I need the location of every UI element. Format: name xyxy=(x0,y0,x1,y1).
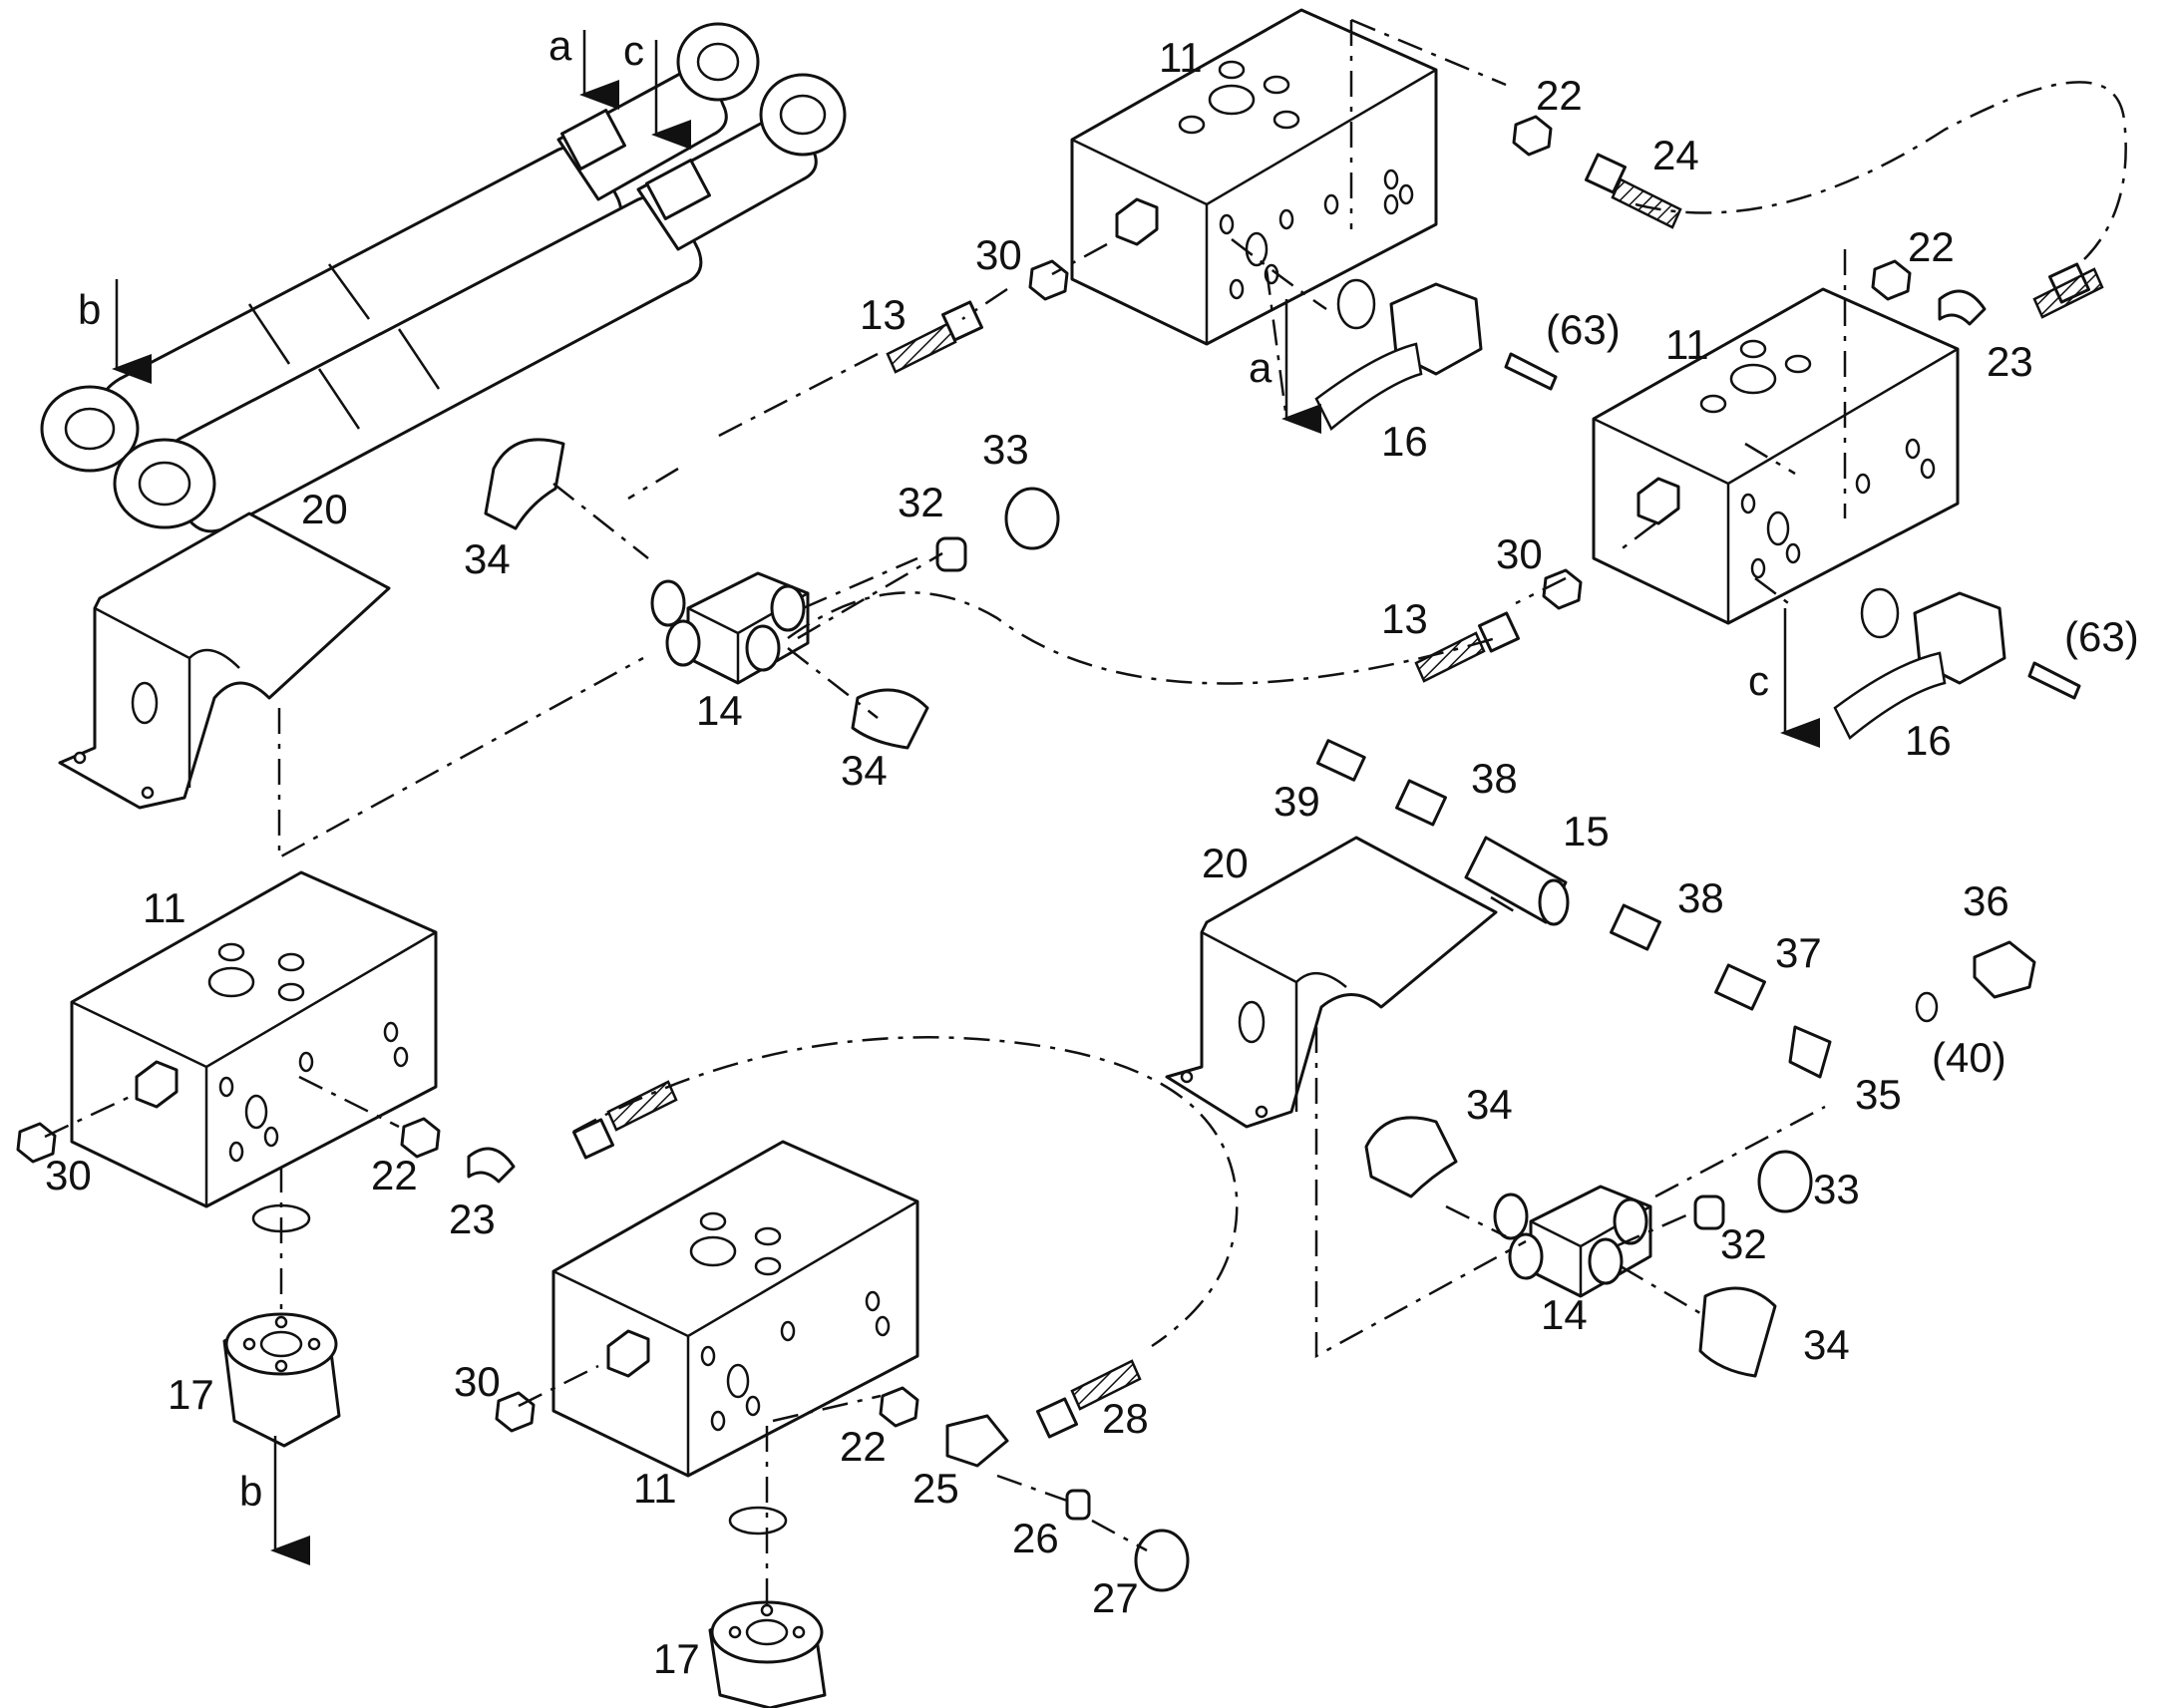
valve-block-11-bottom xyxy=(551,1140,919,1478)
label-39: 39 xyxy=(1273,778,1320,825)
tee-block-14-upper xyxy=(650,571,810,685)
hose-flange-16-top xyxy=(1314,278,1558,431)
label-38-top: 38 xyxy=(1471,755,1518,802)
label-17-bottom: 17 xyxy=(653,1635,700,1682)
label-27: 27 xyxy=(1092,1574,1139,1621)
valve-block-11-top xyxy=(1070,8,1438,346)
arrow-letter-a: a xyxy=(1249,344,1272,391)
label-11-bottom: 11 xyxy=(633,1465,677,1512)
label-32-upper: 32 xyxy=(898,479,944,525)
label-20-right: 20 xyxy=(1202,840,1249,886)
reference-arrows xyxy=(112,30,1820,1565)
label-30-right: 30 xyxy=(1496,530,1543,577)
label-20-left: 20 xyxy=(301,486,348,532)
label-34-lower-left: 34 xyxy=(1466,1081,1513,1128)
label-11-right: 11 xyxy=(1665,321,1709,368)
label-13-top: 13 xyxy=(860,291,907,338)
valve-block-11-left xyxy=(70,870,438,1208)
label-63-right: (63) xyxy=(2064,613,2139,660)
label-23-right: 23 xyxy=(1987,338,2033,385)
label-16-right: 16 xyxy=(1905,717,1952,764)
label-26: 26 xyxy=(1012,1515,1059,1561)
label-17-left: 17 xyxy=(168,1371,214,1418)
label-34-lower-right: 34 xyxy=(1803,1321,1850,1368)
label-40: (40) xyxy=(1932,1034,2006,1081)
label-35: 35 xyxy=(1855,1071,1902,1118)
arrow-letter-c: c xyxy=(1748,657,1769,704)
label-24: 24 xyxy=(1652,132,1699,178)
label-14-upper: 14 xyxy=(696,687,743,734)
arrow-letter-a-top: a xyxy=(548,22,572,69)
tee-block-14-lower xyxy=(1493,1185,1652,1298)
connector-lines xyxy=(44,18,2127,1605)
label-33-upper: 33 xyxy=(982,426,1029,473)
label-15: 15 xyxy=(1563,808,1610,854)
arrow-letter-b: b xyxy=(239,1468,262,1515)
label-22-bottom: 22 xyxy=(840,1423,887,1470)
fittings xyxy=(16,115,2104,1592)
hydraulic-cylinders xyxy=(40,22,847,533)
label-34-upper-left: 34 xyxy=(464,535,511,582)
label-22-top: 22 xyxy=(1536,72,1583,119)
label-32-lower: 32 xyxy=(1720,1220,1767,1267)
arrow-letter-c-top: c xyxy=(623,27,644,74)
flange-17-left xyxy=(222,1203,341,1448)
label-22-left: 22 xyxy=(371,1152,418,1198)
label-33-lower: 33 xyxy=(1813,1166,1860,1212)
label-38-bottom: 38 xyxy=(1677,874,1724,921)
label-14-lower: 14 xyxy=(1541,1291,1588,1338)
label-22-right: 22 xyxy=(1908,223,1955,270)
label-13-right: 13 xyxy=(1381,595,1428,642)
label-30-bottom: 30 xyxy=(454,1358,501,1405)
valve-block-11-right xyxy=(1592,287,1960,625)
label-16-top: 16 xyxy=(1381,418,1428,465)
part-labels: 11 11 11 11 13 13 14 14 15 16 16 17 17 2… xyxy=(45,34,2139,1682)
label-11-left: 11 xyxy=(143,884,186,931)
label-36: 36 xyxy=(1963,877,2009,924)
bracket-20-left xyxy=(58,512,391,810)
label-11-top: 11 xyxy=(1159,34,1203,81)
label-23-left: 23 xyxy=(449,1196,496,1242)
bracket-20-right xyxy=(1165,836,1498,1129)
label-63-top: (63) xyxy=(1546,306,1621,353)
hose-flange-16-right xyxy=(1833,587,2081,740)
label-37: 37 xyxy=(1775,929,1822,976)
label-30-left: 30 xyxy=(45,1152,92,1198)
label-25: 25 xyxy=(912,1465,959,1512)
label-30-top: 30 xyxy=(975,231,1022,278)
label-34-upper-right: 34 xyxy=(841,747,888,794)
arrow-letter-b-top: b xyxy=(78,286,101,333)
label-28: 28 xyxy=(1102,1395,1149,1442)
